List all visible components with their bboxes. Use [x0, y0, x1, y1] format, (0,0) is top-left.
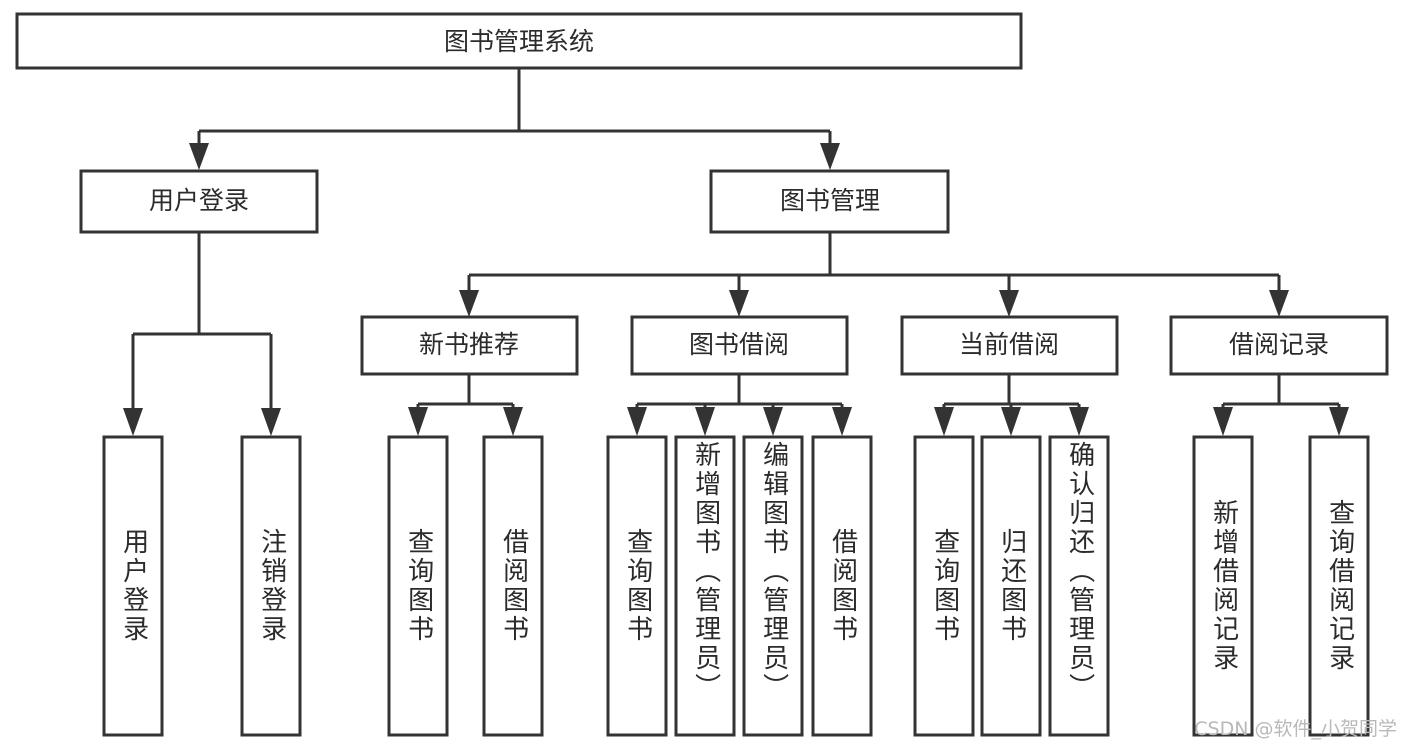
arrow-head-new-book [459, 290, 479, 317]
leaf-label-book-borrow-2-wrap: 新增图书（管理员） [676, 437, 734, 735]
node-new-book-recommend-label: 新书推荐 [419, 330, 519, 359]
leaf-label-new-book-2-wrap: 借阅图书 [484, 437, 542, 735]
leaf-box-current-borrow-2[interactable] [980, 435, 1042, 737]
arrow-head-cb-leaf-1 [934, 407, 954, 436]
node-new-book-recommend[interactable]: 新书推荐 [360, 315, 579, 376]
leaf-label-book-borrow-4: 借阅图书 [827, 528, 858, 644]
leaf-label-user-login-2: 注销登录 [256, 528, 287, 644]
leaf-box-book-borrow-4[interactable] [811, 435, 873, 737]
leaf-box-borrow-record-2[interactable] [1308, 435, 1370, 737]
leaf-label-user-login-1: 用户登录 [118, 528, 149, 644]
leaf-box-new-book-2[interactable] [482, 435, 544, 737]
leaf-label-current-borrow-3: 确认归还（管理员） [1064, 441, 1095, 702]
arrow-head-borrow-record [1269, 290, 1289, 317]
arrow-head-cb-leaf-3 [1069, 407, 1089, 436]
arrow-head-leaf-user-login-2 [261, 408, 281, 436]
node-book-borrow-label: 图书借阅 [689, 330, 789, 359]
arrow-head-current-borrow [999, 290, 1019, 317]
leaf-label-user-login-2-wrap: 注销登录 [242, 437, 300, 735]
connector-user-login-to-leaves [123, 232, 281, 436]
leaf-label-new-book-1-wrap: 查询图书 [389, 437, 447, 735]
leaf-box-book-borrow-1[interactable] [606, 435, 668, 737]
leaf-label-current-borrow-2: 归还图书 [996, 528, 1027, 644]
leaf-box-user-login-1[interactable] [102, 435, 164, 737]
leaf-label-borrow-record-2: 查询借阅记录 [1324, 499, 1355, 673]
leaf-label-book-borrow-3: 编辑图书（管理员） [758, 441, 789, 702]
leaf-label-current-borrow-1-wrap: 查询图书 [915, 437, 973, 735]
leaf-label-current-borrow-3-wrap: 确认归还（管理员） [1050, 437, 1108, 735]
node-book-borrow-box[interactable] [630, 315, 849, 376]
arrow-head-book-borrow [729, 290, 749, 317]
node-book-management-label: 图书管理 [780, 186, 880, 215]
leaf-label-borrow-record-2-wrap: 查询借阅记录 [1310, 437, 1368, 735]
csdn-watermark: CSDN @软件_小贺同学 [1194, 718, 1397, 740]
arrow-head-nb-leaf-1 [408, 407, 428, 436]
connector-book-borrow-to-leaves [627, 374, 852, 436]
arrow-head-leaf-user-login-1 [123, 408, 143, 436]
connector-book-management-to-level3 [459, 232, 1289, 317]
arrow-head-user-login [189, 143, 209, 170]
node-user-login-label: 用户登录 [149, 186, 249, 215]
node-current-borrow-label: 当前借阅 [959, 330, 1059, 359]
node-current-borrow[interactable]: 当前借阅 [900, 315, 1119, 376]
node-root[interactable]: 图书管理系统 [15, 12, 1023, 70]
arrow-head-bb-leaf-3 [763, 407, 783, 436]
node-root-box[interactable] [15, 12, 1023, 70]
leaf-box-user-login-2[interactable] [240, 435, 302, 737]
leaf-label-current-borrow-1: 查询图书 [929, 528, 960, 644]
leaf-box-new-book-1[interactable] [387, 435, 449, 737]
leaf-box-current-borrow-3[interactable] [1048, 435, 1110, 737]
leaf-box-borrow-record-1[interactable] [1192, 435, 1254, 737]
node-new-book-recommend-box[interactable] [360, 315, 579, 376]
node-current-borrow-box[interactable] [900, 315, 1119, 376]
connector-borrow-record-to-leaves [1213, 374, 1349, 436]
arrow-head-bb-leaf-4 [832, 407, 852, 436]
leaf-label-book-borrow-2: 新增图书（管理员） [690, 441, 721, 702]
node-borrow-record-label: 借阅记录 [1229, 330, 1329, 359]
node-user-login[interactable]: 用户登录 [79, 169, 319, 234]
leaf-label-book-borrow-1-wrap: 查询图书 [608, 437, 666, 735]
leaf-label-book-borrow-1: 查询图书 [622, 528, 653, 644]
leaf-label-borrow-record-1-wrap: 新增借阅记录 [1194, 437, 1252, 735]
connector-new-book-to-leaves [408, 374, 523, 436]
leaf-label-current-borrow-2-wrap: 归还图书 [982, 437, 1040, 735]
connector-root-to-level2 [189, 68, 840, 170]
arrow-head-nb-leaf-2 [503, 407, 523, 436]
node-book-borrow[interactable]: 图书借阅 [630, 315, 849, 376]
node-book-management[interactable]: 图书管理 [709, 169, 950, 234]
connector-current-borrow-to-leaves [934, 374, 1089, 436]
leaf-box-current-borrow-1[interactable] [913, 435, 975, 737]
leaf-box-book-borrow-2[interactable] [674, 435, 736, 737]
leaf-label-new-book-1: 查询图书 [403, 528, 434, 644]
node-borrow-record[interactable]: 借阅记录 [1169, 315, 1389, 376]
arrow-head-br-leaf-1 [1213, 407, 1233, 436]
arrow-head-bb-leaf-2 [695, 407, 715, 436]
arrow-head-book-manage [820, 143, 840, 170]
leaf-label-borrow-record-1: 新增借阅记录 [1208, 499, 1239, 673]
leaf-box-book-borrow-3[interactable] [742, 435, 804, 737]
leaf-label-book-borrow-4-wrap: 借阅图书 [813, 437, 871, 735]
arrow-head-bb-leaf-1 [627, 407, 647, 436]
arrow-head-cb-leaf-2 [1001, 407, 1021, 436]
leaf-label-user-login-1-wrap: 用户登录 [104, 437, 162, 735]
arrow-head-br-leaf-2 [1329, 407, 1349, 436]
leaf-label-new-book-2: 借阅图书 [498, 528, 529, 644]
node-root-label: 图书管理系统 [444, 27, 594, 56]
leaf-label-book-borrow-3-wrap: 编辑图书（管理员） [744, 437, 802, 735]
